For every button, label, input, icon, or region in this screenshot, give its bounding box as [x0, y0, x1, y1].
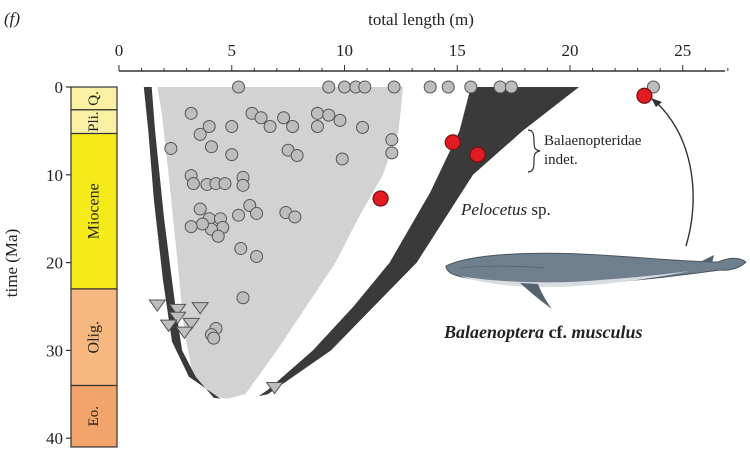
fossil-circle-point — [204, 140, 218, 154]
fossil-circle-point — [234, 242, 248, 256]
x-axis: 0 5 10 15 20 25 — [115, 41, 729, 72]
fossil-circle-point — [493, 80, 507, 94]
light-envelope — [150, 87, 404, 399]
fossil-circle-point — [385, 133, 399, 147]
y-tick-label: 10 — [46, 166, 63, 185]
fossil-triangle-point — [182, 317, 201, 331]
fossil-triangle-point — [159, 319, 178, 333]
fossil-triangle-point — [175, 326, 194, 340]
timescale-label: Q. — [86, 91, 102, 106]
fossil-circle-point — [225, 120, 239, 134]
fossil-circle-point — [236, 291, 250, 305]
timescale-period — [70, 384, 118, 448]
fossil-circle-point — [202, 120, 216, 134]
fossil-triangle-point — [191, 302, 210, 315]
y-axis: 0 10 20 30 40 — [46, 78, 71, 448]
fossil-circle-point — [322, 80, 336, 94]
fossil-circle-point — [195, 217, 209, 231]
pelocetus-label: Pelocetus sp. — [460, 200, 551, 219]
fossil-circle-point — [277, 111, 291, 125]
fossil-circle-point — [385, 146, 399, 160]
x-tick-label: 10 — [336, 41, 353, 60]
fossil-circle-point — [184, 106, 198, 120]
fossil-circle-point — [193, 202, 207, 216]
fossil-circle-point — [646, 80, 660, 94]
fossil-circle-point — [310, 106, 324, 120]
whale-arrowhead — [651, 98, 662, 107]
fossil-circle-point — [232, 80, 246, 94]
fossil-circle-point — [250, 206, 264, 220]
red-circle-point — [444, 134, 461, 151]
timescale-label: Eo. — [86, 406, 102, 426]
fossil-triangle-point — [148, 299, 167, 313]
fossil-circle-point — [186, 177, 200, 191]
fossil-circle-point — [335, 152, 349, 166]
fossil-circle-point — [338, 80, 351, 94]
indet-label-2: indet. — [544, 152, 578, 168]
fossil-triangle-point — [265, 381, 284, 395]
dark-envelope — [258, 87, 579, 397]
panel-label: (f) — [4, 9, 20, 28]
fossil-circle-point — [218, 177, 232, 191]
species-label: Balaenoptera cf. musculus — [443, 322, 643, 342]
fossil-circle-point — [211, 229, 225, 243]
fossil-circle-point — [263, 120, 277, 134]
y-tick-label: 0 — [55, 78, 64, 97]
x-tick-label: 0 — [115, 41, 124, 60]
timescale-label: Miocene — [86, 183, 103, 239]
fossil-circle-point — [288, 210, 302, 224]
timescale-period — [70, 288, 118, 387]
x-tick-label: 5 — [228, 41, 237, 60]
fossil-circle-point — [441, 80, 455, 94]
fossil-circle-point — [464, 80, 478, 94]
whale-arrow — [656, 102, 694, 247]
y-tick-label: 40 — [46, 429, 63, 448]
x-tick-label: 15 — [449, 41, 466, 60]
left-strip — [143, 87, 221, 399]
fossil-circle-point — [504, 80, 518, 94]
fossil-circle-point — [423, 80, 437, 94]
y-tick-label: 20 — [46, 254, 63, 273]
red-circle-point — [636, 87, 653, 104]
fossil-circle-point — [322, 108, 336, 122]
fossil-circle-point — [286, 120, 300, 134]
fossil-triangle-point — [168, 303, 187, 317]
indet-brace — [527, 129, 541, 173]
timescale-label: Pli. — [86, 111, 102, 131]
y-tick-label: 30 — [46, 341, 63, 360]
fossil-circle-point — [184, 220, 198, 234]
fossil-circle-point — [225, 148, 239, 162]
fossil-circle-point — [333, 113, 347, 127]
fossil-circle-point — [290, 148, 304, 162]
x-axis-title: total length (m) — [368, 10, 474, 29]
fossil-circle-point — [250, 249, 264, 263]
fossil-circle-point — [254, 111, 268, 125]
fossil-circle-point — [358, 80, 372, 94]
x-tick-label: 25 — [674, 41, 691, 60]
fossil-circle-point — [310, 120, 324, 134]
indet-label-1: Balaenopteridae — [544, 133, 642, 149]
fossil-circle-point — [207, 331, 221, 345]
y-axis-title: time (Ma) — [2, 229, 21, 297]
timescale-label: Olig. — [86, 321, 103, 353]
red-circle-point — [372, 190, 389, 207]
data-points — [148, 80, 660, 395]
fossil-circle-point — [387, 80, 401, 94]
x-tick-label: 20 — [562, 41, 579, 60]
blue-whale-illustration — [445, 252, 747, 309]
red-circle-point — [469, 146, 486, 163]
fossil-circle-point — [356, 120, 370, 134]
fossil-triangle-point — [168, 311, 187, 325]
fossil-circle-point — [164, 141, 178, 155]
fossil-circle-point — [236, 178, 250, 192]
fossil-circle-point — [232, 208, 246, 222]
fossil-circle-point — [193, 127, 207, 141]
